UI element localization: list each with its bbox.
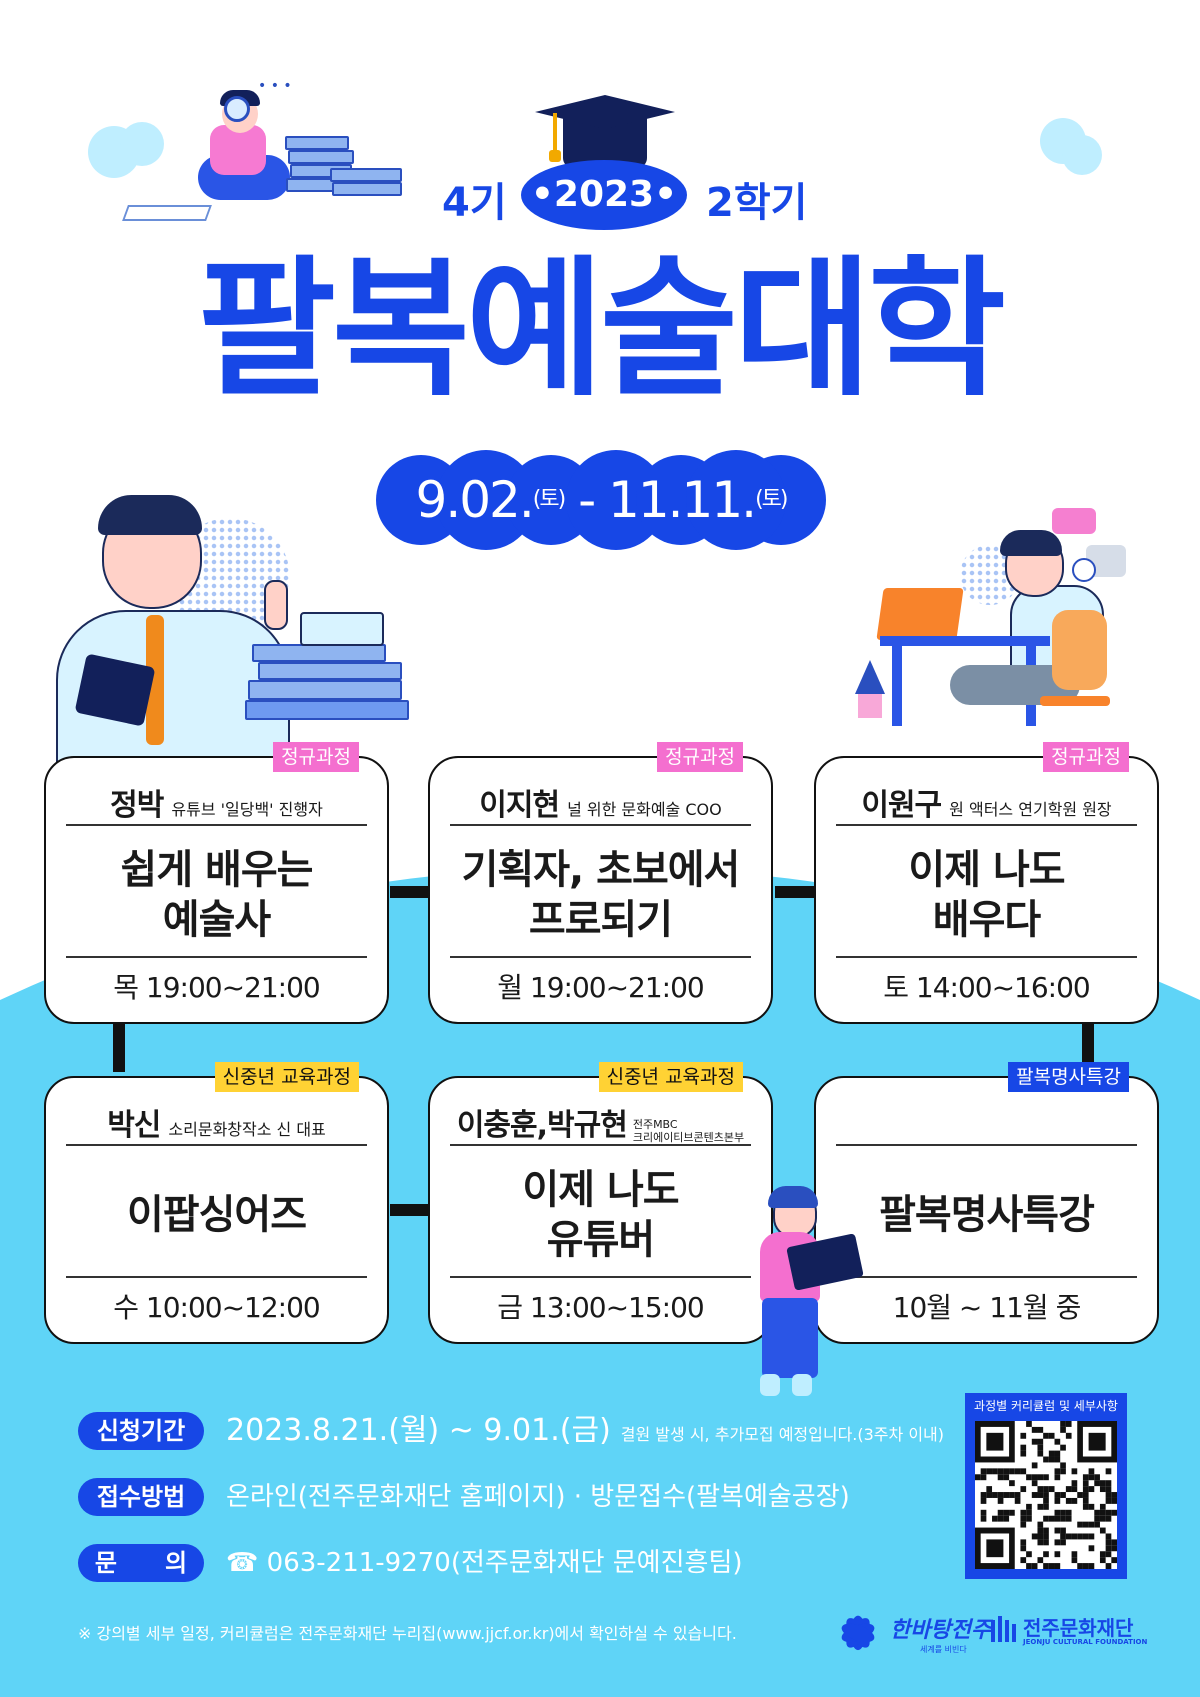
divider xyxy=(450,1276,751,1278)
divider xyxy=(836,824,1137,826)
connector xyxy=(775,886,815,898)
cloud-left xyxy=(120,122,164,166)
course-schedule: 목 19:00~21:00 xyxy=(113,971,321,1004)
semester-label: 2학기 xyxy=(706,180,808,226)
method-value: 온라인(전주문화재단 홈페이지) · 방문접수(팔복예술공장) xyxy=(226,1482,850,1512)
term-label: 4기 xyxy=(442,180,507,226)
course-schedule: 10월 ~ 11월 중 xyxy=(892,1291,1082,1324)
foundation-english-name: JEONJU CULTURAL FOUNDATION xyxy=(1023,1638,1148,1646)
divider xyxy=(66,824,367,826)
course-schedule: 수 10:00~12:00 xyxy=(113,1291,321,1324)
contact-value[interactable]: ☎ 063-211-9270(전주문화재단 문예진흥팀) xyxy=(226,1548,743,1578)
course-tag: 정규과정 xyxy=(657,742,743,772)
course-title: 기획자, 초보에서 프로되기 xyxy=(461,847,741,943)
course-schedule: 금 13:00~15:00 xyxy=(497,1291,705,1324)
divider xyxy=(836,1144,1137,1146)
course-card[interactable]: 신중년 교육과정 박신 소리문화창작소 신 대표 이팝싱어즈 수 10:00~12… xyxy=(44,1062,389,1344)
divider xyxy=(66,1144,367,1146)
connector xyxy=(1082,1022,1094,1072)
instructor-name: 정박 xyxy=(110,788,164,823)
qr-title: 과정별 커리큘럼 및 세부사항 xyxy=(974,1399,1118,1413)
instructor-role: 원 액터스 연기학원 원장 xyxy=(949,800,1112,819)
instructor-name: 이원구 xyxy=(861,788,942,823)
instructor-name: 이충훈,박규현 xyxy=(456,1108,628,1143)
instructor-name: 박신 xyxy=(107,1108,161,1143)
apply-period-label: 신청기간 xyxy=(78,1412,204,1450)
qr-code[interactable]: 과정별 커리큘럼 및 세부사항 xyxy=(965,1393,1127,1579)
course-title: 쉽게 배우는 예술사 xyxy=(120,847,314,943)
course-title: 이팝싱어즈 xyxy=(127,1192,307,1238)
instructor: 박신 소리문화창작소 신 대표 xyxy=(66,1100,367,1143)
course-title: 이제 나도 배우다 xyxy=(908,847,1065,943)
connector xyxy=(390,1204,430,1216)
course-title: 팔복명사특강 xyxy=(879,1192,1095,1238)
hanbatang-jeonju-logo: 한바탕전주 xyxy=(890,1617,992,1643)
qr-code-icon xyxy=(975,1421,1117,1569)
connector xyxy=(113,1022,125,1072)
divider xyxy=(66,956,367,958)
foundation-logo-icon xyxy=(991,1616,1016,1642)
course-tag: 신중년 교육과정 xyxy=(598,1062,743,1092)
method-label: 접수방법 xyxy=(78,1478,204,1516)
page-title: 팔복예술대학 xyxy=(197,243,1006,417)
course-tag: 정규과정 xyxy=(273,742,359,772)
instructor: 정박 유튜브 '일당백' 진행자 xyxy=(66,780,367,823)
instructor-role: 유튜브 '일당백' 진행자 xyxy=(171,800,323,819)
course-card[interactable]: 정규과정 정박 유튜브 '일당백' 진행자 쉽게 배우는 예술사 목 19:00~… xyxy=(44,742,389,1024)
divider xyxy=(450,824,751,826)
instructor: 이지현 널 위한 문화예술 COO xyxy=(450,780,751,823)
connector xyxy=(390,886,430,898)
course-card[interactable]: 정규과정 이원구 원 액터스 연기학원 원장 이제 나도 배우다 토 14:00~… xyxy=(814,742,1159,1024)
course-tag: 정규과정 xyxy=(1043,742,1129,772)
instructor-role: 소리문화창작소 신 대표 xyxy=(168,1120,326,1139)
course-tag: 신중년 교육과정 xyxy=(214,1062,359,1092)
course-card[interactable]: 정규과정 이지현 널 위한 문화예술 COO 기획자, 초보에서 프로되기 월 1… xyxy=(428,742,773,1024)
divider xyxy=(836,1276,1137,1278)
cloud-right xyxy=(1062,135,1102,175)
course-schedule: 토 14:00~16:00 xyxy=(883,971,1091,1004)
jeonju-cultural-foundation-logo: 전주문화재단 xyxy=(1023,1616,1134,1640)
course-card[interactable]: 팔복명사특강 팔복명사특강 10월 ~ 11월 중 xyxy=(814,1062,1159,1344)
footer-note: ※ 강의별 세부 일정, 커리큘럼은 전주문화재단 누리집(www.jjcf.o… xyxy=(78,1624,737,1643)
divider xyxy=(66,1276,367,1278)
course-title: 이제 나도 유튜버 xyxy=(522,1167,679,1263)
year-badge: •2023• xyxy=(521,160,687,230)
divider xyxy=(450,1144,751,1146)
instructor-role: 널 위한 문화예술 COO xyxy=(567,800,722,819)
instructor: 이원구 원 액터스 연기학원 원장 xyxy=(836,780,1137,823)
course-schedule: 월 19:00~21:00 xyxy=(497,971,705,1004)
course-tag: 팔복명사특강 xyxy=(1008,1062,1129,1092)
jeonju-flower-logo-icon xyxy=(841,1615,875,1651)
divider xyxy=(450,956,751,958)
contact-label: 문 의 xyxy=(78,1544,204,1582)
logo-slogan: 세계를 비빈다 xyxy=(920,1645,967,1654)
instructor-name: 이지현 xyxy=(479,788,560,823)
divider xyxy=(836,956,1137,958)
period-text: 9.02.(토) - 11.11.(토) xyxy=(415,471,789,529)
apply-period: 2023.8.21.(월) ~ 9.01.(금)결원 발생 시, 추가모집 예정… xyxy=(226,1413,945,1448)
